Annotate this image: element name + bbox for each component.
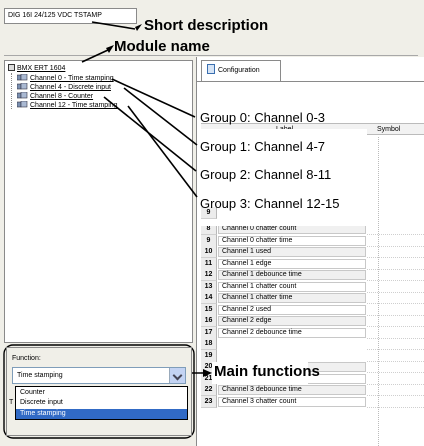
row-symbol-field[interactable] — [367, 269, 424, 281]
row-number: 9 — [201, 207, 217, 219]
annotation-main-functions: Main functions — [214, 363, 320, 380]
tab-underline — [196, 81, 424, 82]
tree-connector — [11, 73, 12, 109]
row-label-field[interactable]: Channel 1 used — [218, 247, 366, 257]
row-label-field[interactable]: Channel 1 edge — [218, 258, 366, 269]
tree-item-module[interactable]: BMX ERT 1604 — [8, 64, 65, 73]
module-tree[interactable]: BMX ERT 1604 Channel 0 - Time stamping C… — [4, 60, 193, 343]
function-title: Function: — [12, 355, 41, 362]
channel-icon — [16, 82, 28, 90]
module-label: BMX ERT 1604 — [17, 65, 66, 72]
chevron-down-icon[interactable] — [169, 368, 185, 383]
annotation-short-description: Short description — [144, 17, 269, 34]
option-time-stamping[interactable]: Time stamping — [16, 409, 187, 419]
row-symbol-field[interactable] — [367, 304, 424, 316]
function-selected-value: Time stamping — [17, 372, 63, 379]
row-symbol-field[interactable] — [367, 223, 424, 235]
annotation-group-1: Group 1: Channel 4-7 — [200, 139, 326, 154]
main-functions-backdrop — [212, 362, 308, 384]
row-label-field[interactable]: Channel 3 chatter count — [218, 396, 366, 407]
row-label-field[interactable]: Channel 1 chatter count — [218, 281, 366, 292]
row-symbol-field[interactable] — [367, 338, 424, 350]
channel-label: Channel 4 - Discrete input — [30, 84, 111, 91]
row-symbol-field[interactable] — [367, 327, 424, 339]
row-label-field[interactable]: Channel 0 chatter time — [218, 235, 366, 246]
tree-item-channel-8[interactable]: Channel 8 - Counter — [16, 91, 94, 101]
hidden-label: T — [9, 399, 14, 406]
annotation-group-0: Group 0: Channel 0-3 — [200, 110, 326, 125]
channel-label: Channel 8 - Counter — [30, 93, 94, 100]
option-counter[interactable]: Counter — [20, 389, 45, 396]
row-symbol-field[interactable] — [367, 281, 424, 293]
row-symbol-field[interactable] — [367, 361, 424, 373]
row-symbol-field[interactable] — [367, 384, 424, 396]
tab-configuration[interactable]: Configuration — [201, 60, 281, 81]
channel-label: Channel 12 - Time stamping — [30, 102, 118, 109]
row-label-field[interactable]: Channel 3 debounce time — [218, 385, 366, 395]
table-row[interactable]: 9 — [201, 207, 424, 219]
tree-item-channel-4[interactable]: Channel 4 - Discrete input — [16, 82, 111, 92]
tree-item-channel-0[interactable]: Channel 0 - Time stamping — [16, 73, 114, 83]
column-header-symbol: Symbol — [377, 126, 401, 133]
option-discrete-input[interactable]: Discrete input — [20, 399, 63, 406]
row-symbol-field[interactable] — [367, 373, 424, 385]
row-label-field[interactable]: Channel 2 debounce time — [218, 327, 366, 338]
row-symbol-field[interactable] — [367, 315, 424, 327]
function-select[interactable]: Time stamping — [12, 367, 186, 384]
channel-icon — [16, 73, 28, 81]
function-dropdown-list[interactable]: Counter Discrete input Time stamping — [15, 386, 188, 420]
module-description-field: DIG 16I 24/125 VDC TSTAMP — [4, 8, 137, 24]
annotation-group-3: Group 3: Channel 12-15 — [200, 196, 340, 211]
channel-icon — [16, 100, 28, 108]
channel-label: Channel 0 - Time stamping — [30, 75, 114, 82]
row-symbol-field[interactable] — [367, 350, 424, 362]
tab-label: Configuration — [218, 67, 260, 74]
channel-icon — [16, 91, 28, 99]
row-symbol-field[interactable] — [367, 246, 424, 258]
row-symbol-field[interactable] — [367, 292, 424, 304]
row-number: 23 — [201, 395, 217, 408]
row-symbol-field[interactable] — [367, 235, 424, 247]
row-label-field[interactable]: Channel 2 edge — [218, 316, 366, 326]
module-icon — [8, 64, 15, 71]
configuration-icon — [207, 64, 215, 74]
row-label-field[interactable]: Channel 1 chatter time — [218, 293, 366, 303]
row-label-field[interactable]: Channel 1 debounce time — [218, 270, 366, 280]
annotation-group-2: Group 2: Channel 8-11 — [200, 167, 332, 182]
group-label-area — [197, 129, 367, 226]
annotation-module-name: Module name — [114, 38, 210, 55]
row-label-field[interactable]: Channel 2 used — [218, 304, 366, 315]
row-symbol-field[interactable] — [367, 396, 424, 408]
row-symbol-field[interactable] — [367, 258, 424, 270]
separator — [4, 55, 418, 56]
tree-item-channel-12[interactable]: Channel 12 - Time stamping — [16, 100, 118, 110]
